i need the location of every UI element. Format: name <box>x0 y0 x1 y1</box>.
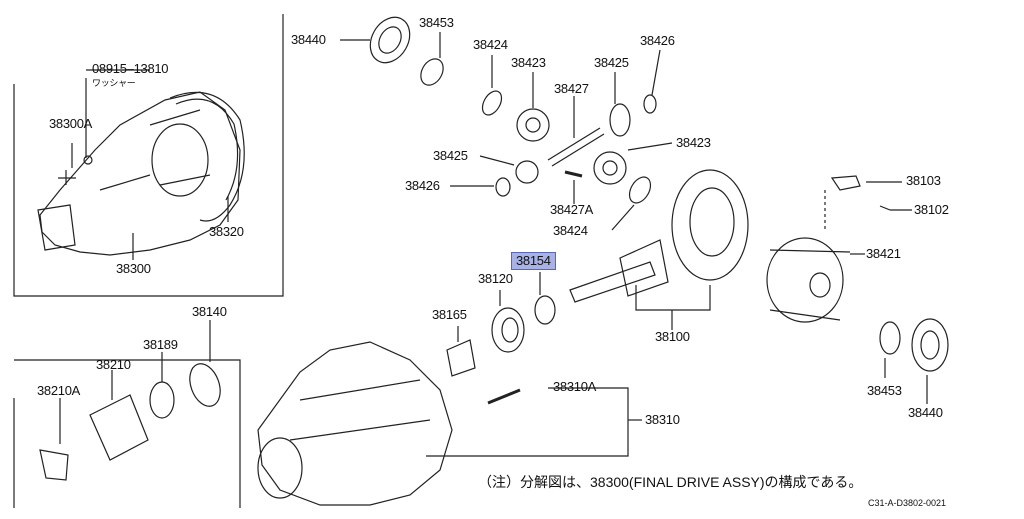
part-label-38421[interactable]: 38421 <box>866 246 901 261</box>
part-label-38120[interactable]: 38120 <box>478 271 513 286</box>
part-label-38320[interactable]: 38320 <box>209 224 244 239</box>
part-label-38300A[interactable]: 38300A <box>49 116 93 131</box>
part-label-38189[interactable]: 38189 <box>143 337 178 352</box>
part-label-38425-mid[interactable]: 38425 <box>433 148 468 163</box>
part-label-38453-top[interactable]: 38453 <box>419 15 454 30</box>
part-label-38154-highlighted[interactable]: 38154 <box>511 252 556 270</box>
part-label-38423-mid[interactable]: 38423 <box>676 135 711 150</box>
part-label-38424-mid[interactable]: 38424 <box>553 223 588 238</box>
part-label-38210[interactable]: 38210 <box>96 357 131 372</box>
inset-frame-bottom <box>13 359 241 508</box>
inset-frame-top <box>13 14 284 297</box>
part-label-38140[interactable]: 38140 <box>192 304 227 319</box>
part-label-38440-bottom[interactable]: 38440 <box>908 405 943 420</box>
part-label-38426-top[interactable]: 38426 <box>640 33 675 48</box>
diagram-note: （注）分解図は、38300(FINAL DRIVE ASSY)の構成である。 <box>478 474 863 490</box>
part-label-38453-bottom[interactable]: 38453 <box>867 383 902 398</box>
part-label-38165[interactable]: 38165 <box>432 307 467 322</box>
part-label-38424-top[interactable]: 38424 <box>473 37 508 52</box>
part-label-38310[interactable]: 38310 <box>645 412 680 427</box>
part-label-38100[interactable]: 38100 <box>655 329 690 344</box>
part-label-38425-top[interactable]: 38425 <box>594 55 629 70</box>
part-label-38427[interactable]: 38427 <box>554 81 589 96</box>
part-label-38423-top[interactable]: 38423 <box>511 55 546 70</box>
housing-outline-bottom <box>257 341 453 506</box>
part-label-38426-mid[interactable]: 38426 <box>405 178 440 193</box>
washer-label-jp: ワッシャー <box>92 78 136 88</box>
part-label-38210A[interactable]: 38210A <box>37 383 81 398</box>
part-label-38310A[interactable]: 38310A <box>553 379 597 394</box>
part-label-38440-top[interactable]: 38440 <box>291 32 326 47</box>
part-label-38103[interactable]: 38103 <box>906 173 941 188</box>
housing-outline-top <box>39 91 241 256</box>
part-label-08915[interactable]: 08915–13810 <box>92 61 169 76</box>
figure-code: C31-A-D3802-0021 <box>868 498 947 508</box>
part-label-38427A[interactable]: 38427A <box>550 202 594 217</box>
part-label-38300[interactable]: 38300 <box>116 261 151 276</box>
part-label-38102[interactable]: 38102 <box>914 202 949 217</box>
